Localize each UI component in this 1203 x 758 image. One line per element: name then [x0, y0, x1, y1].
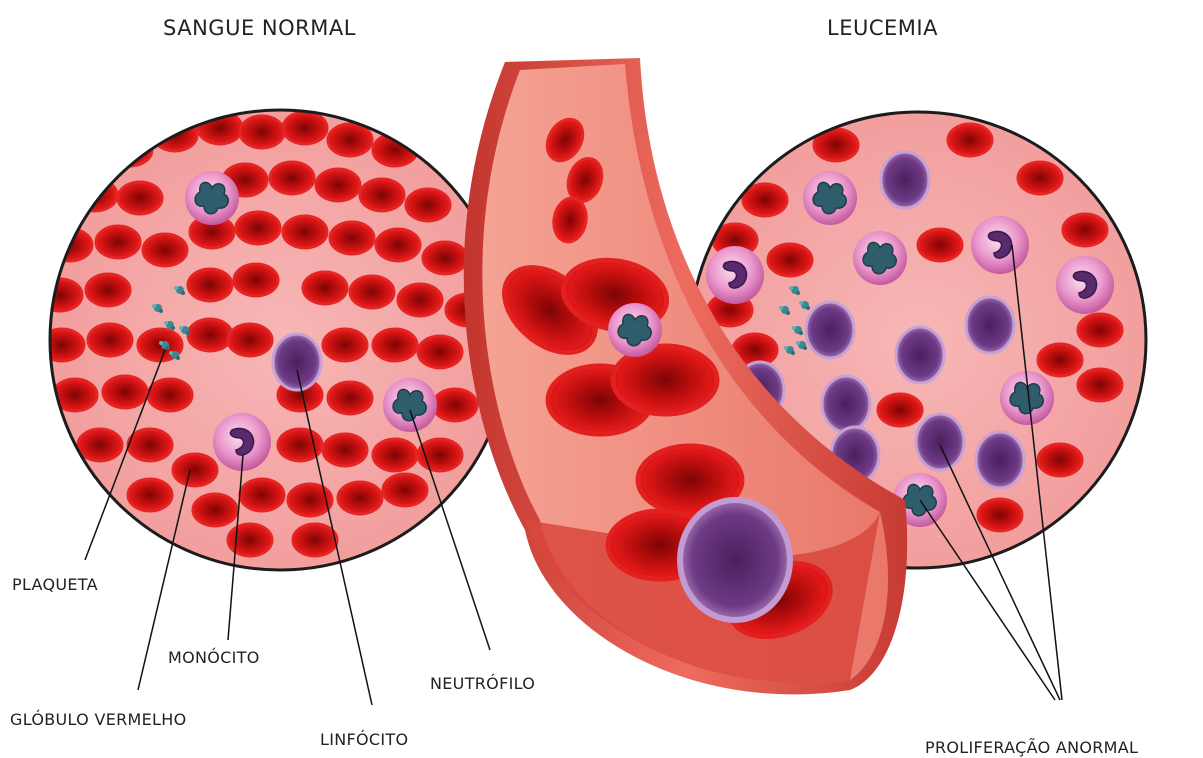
- neutrophil-icon: [383, 378, 437, 432]
- label-lymphocyte: LINFÓCITO: [320, 730, 408, 749]
- lymphocyte-icon: [680, 500, 790, 620]
- neutrophil-icon: [853, 231, 907, 285]
- monocyte-icon: [706, 246, 764, 304]
- title-leukemia: LEUCEMIA: [827, 16, 938, 40]
- label-monocyte: MONÓCITO: [168, 648, 260, 667]
- monocyte-icon: [971, 216, 1029, 274]
- title-normal-blood: SANGUE NORMAL: [163, 16, 356, 40]
- label-neutrophil: NEUTRÓFILO: [430, 674, 535, 693]
- neutrophil-icon: [185, 171, 239, 225]
- label-red-blood-cell: GLÓBULO VERMELHO: [10, 710, 186, 729]
- neutrophil-icon: [608, 303, 662, 357]
- label-abnormal-proliferation: PROLIFERAÇÃO ANORMAL: [925, 738, 1138, 757]
- lymphocyte-icon: [273, 334, 321, 390]
- neutrophil-icon: [803, 171, 857, 225]
- label-platelet: PLAQUETA: [12, 575, 98, 594]
- normal-blood-circle: [38, 110, 510, 570]
- monocyte-icon: [1056, 256, 1114, 314]
